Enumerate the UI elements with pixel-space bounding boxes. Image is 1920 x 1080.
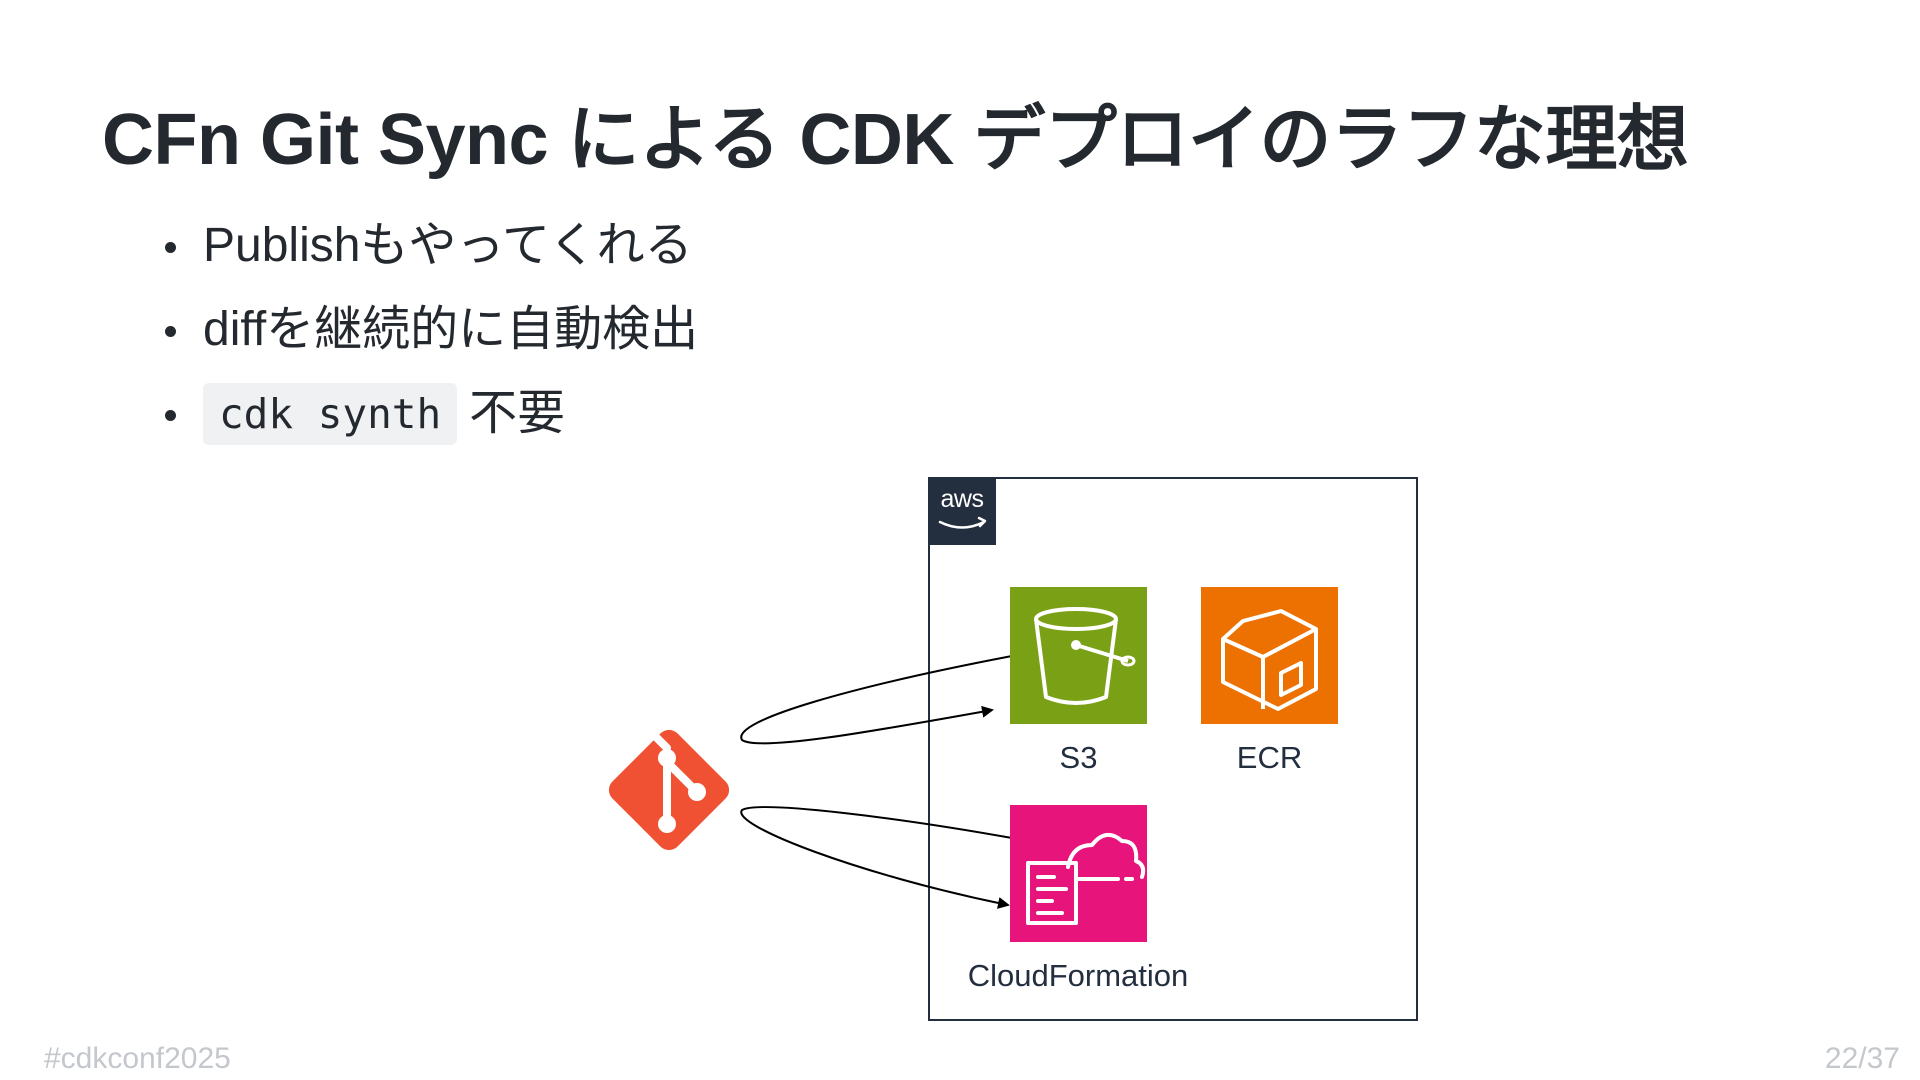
s3-label: S3 [1059, 740, 1098, 775]
bullet-text: diffを継続的に自動検出 [203, 303, 699, 356]
bullet-dot [165, 326, 176, 337]
bullet-text: 不要 [469, 387, 566, 440]
footer-hashtag: #cdkconf2025 [44, 1042, 231, 1075]
page-number: 22/37 [1824, 1042, 1900, 1075]
aws-smile-icon [938, 516, 987, 529]
bullet-text: Publishもやってくれる [203, 219, 693, 272]
ecr-label: ECR [1236, 740, 1303, 775]
bullet-item: diffを継続的に自動検出 [160, 296, 698, 380]
inline-code: cdk synth [203, 383, 458, 445]
cloudformation-service [1010, 805, 1147, 942]
cloudformation-icon [1010, 805, 1147, 942]
bullet-dot [165, 410, 176, 421]
bullet-item: Publishもやってくれる [160, 212, 698, 296]
ecr-container-icon [1201, 587, 1338, 724]
aws-logo-text: aws [940, 485, 984, 513]
ecr-service [1201, 587, 1338, 724]
aws-logo: aws [928, 477, 996, 545]
s3-service [1010, 587, 1147, 724]
slide-title: CFn Git Sync による CDK デプロイのラフな理想 [102, 100, 1689, 180]
git-icon [599, 720, 739, 860]
s3-bucket-icon [1010, 587, 1147, 724]
bullet-dot [165, 242, 176, 253]
cloudformation-label: CloudFormation [967, 958, 1189, 993]
aws-cloud-group [928, 477, 1418, 1021]
